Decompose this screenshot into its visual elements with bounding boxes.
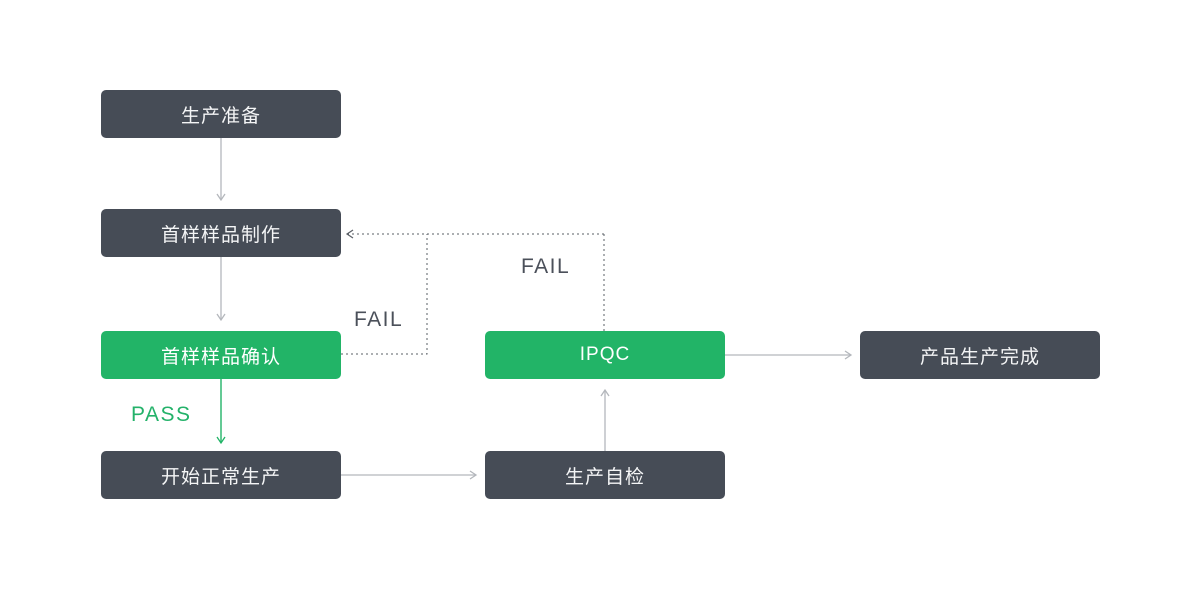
node-first-sample-confirm: 首样样品确认 bbox=[101, 331, 341, 379]
dashed-fail-from-sample-confirm bbox=[341, 234, 428, 355]
node-start-normal-production: 开始正常生产 bbox=[101, 451, 341, 499]
node-production-self-check: 生产自检 bbox=[485, 451, 725, 499]
node-production-prep: 生产准备 bbox=[101, 90, 341, 138]
node-first-sample-make: 首样样品制作 bbox=[101, 209, 341, 257]
node-product-complete: 产品生产完成 bbox=[860, 331, 1100, 379]
edge-label-fail-sample-confirm: FAIL bbox=[354, 308, 404, 331]
edge-label-fail-ipqc: FAIL bbox=[521, 255, 571, 278]
node-ipqc: IPQC bbox=[485, 331, 725, 379]
edge-label-pass: PASS bbox=[131, 403, 192, 426]
